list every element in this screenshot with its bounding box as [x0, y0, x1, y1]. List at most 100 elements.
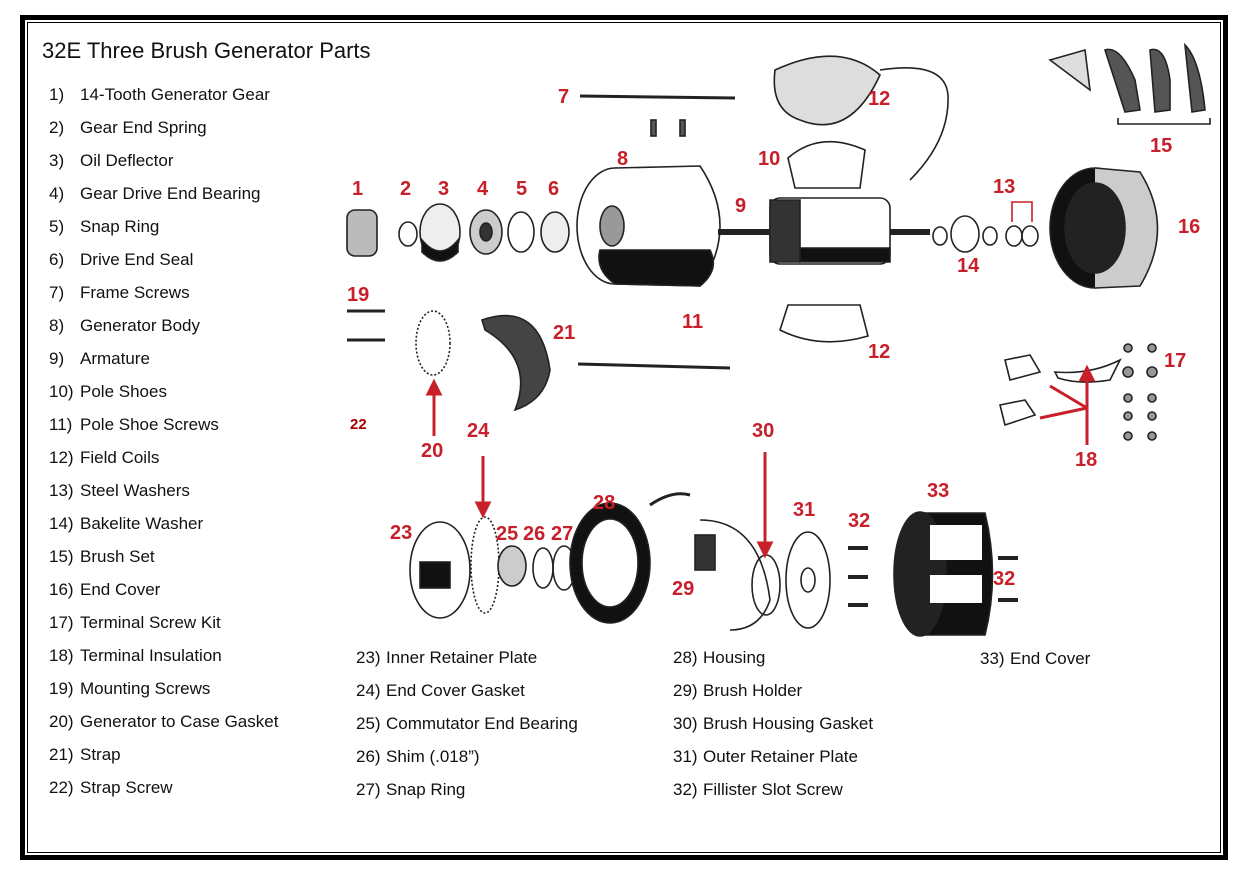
callout-11: 11: [682, 311, 704, 333]
part-label: 14-Tooth Generator Gear: [80, 85, 270, 104]
part-label: End Cover: [1010, 649, 1091, 668]
callout-12-bottom: 12: [868, 341, 891, 363]
part-number: 32): [673, 780, 698, 799]
callout-19: 19: [347, 284, 370, 306]
callout-20: 20: [421, 440, 444, 462]
snap-ring-shape: [507, 211, 535, 253]
callout-15: 15: [1150, 135, 1173, 157]
brush-1: [1103, 48, 1141, 113]
part-label: Inner Retainer Plate: [386, 648, 538, 667]
brush-housing-gasket-shape: [751, 554, 781, 616]
part-label: Commutator End Bearing: [386, 714, 578, 733]
pole-shoe-top: [787, 140, 866, 189]
part-number: 16): [49, 580, 74, 599]
part-list-item: 22)Strap Screw: [49, 771, 278, 804]
part-list-item: 14)Bakelite Washer: [49, 507, 278, 540]
part-label: Drive End Seal: [80, 250, 194, 269]
part-label: Brush Set: [80, 547, 155, 566]
part-list-item: 30)Brush Housing Gasket: [673, 707, 873, 740]
part-list-item: 5)Snap Ring: [49, 210, 278, 243]
end-cover-gasket-shape: [470, 516, 500, 614]
bakelite-washer-shape: [950, 215, 980, 253]
part-label: Shim (.018”): [386, 747, 480, 766]
part-number: 31): [673, 747, 698, 766]
part-label: Generator to Case Gasket: [80, 712, 279, 731]
callout-6: 6: [548, 178, 560, 200]
part-list-item: 9) Armature: [49, 342, 278, 375]
brush-holder-shape: [699, 519, 771, 631]
part-number: 4): [49, 184, 65, 203]
part-list-item: 19)Mounting Screws: [49, 672, 278, 705]
part-list-item: 29)Brush Holder: [673, 674, 873, 707]
part-number: 20): [49, 712, 74, 731]
part-label: End Cover Gasket: [386, 681, 525, 700]
part-label: Brush Housing Gasket: [703, 714, 874, 733]
part-number: 11): [49, 415, 73, 434]
callout-32-left: 32: [848, 510, 871, 532]
callout-8: 8: [617, 148, 629, 170]
part-label: Steel Washers: [80, 481, 190, 500]
part-number: 9): [49, 349, 65, 368]
callout-32-right: 32: [993, 568, 1016, 590]
part-list-item: 26) Shim (.018”): [356, 740, 578, 773]
part-number: 25): [356, 714, 381, 733]
callout-9: 9: [735, 195, 747, 217]
gasket-shape: [415, 310, 451, 376]
seal-shape: [540, 211, 570, 253]
part-list-item: 28)Housing: [673, 641, 873, 674]
inner-frame-border: [27, 22, 1221, 853]
callout-27: 27: [551, 523, 574, 545]
callout-22: 22: [350, 416, 367, 433]
pole-shoe-bottom: [779, 304, 869, 343]
part-number: 28): [673, 648, 698, 667]
callout-12-top: 12: [868, 88, 891, 110]
brush-spring: [649, 492, 691, 507]
part-number: 1): [49, 85, 65, 104]
part-list-item: 17)Terminal Screw Kit: [49, 606, 278, 639]
terminal-insulation-1: [1004, 354, 1042, 381]
part-number: 26): [356, 747, 381, 766]
part-label: Snap Ring: [80, 217, 160, 236]
parts-list-col4: 33)End Cover: [980, 642, 1090, 675]
part-list-item: 13)Steel Washers: [49, 474, 278, 507]
strap-shape: [481, 314, 551, 412]
commutator-bearing-shape: [497, 545, 527, 587]
part-list-item: 7)Frame Screws: [49, 276, 278, 309]
spring-shape: [398, 221, 418, 247]
part-label: Gear Drive End Bearing: [80, 184, 261, 203]
page-title: 32E Three Brush Generator Parts: [42, 38, 371, 63]
part-label: Generator Body: [80, 316, 201, 335]
washer-shape: [932, 226, 948, 246]
part-number: 24): [356, 681, 381, 700]
field-coil-top: [773, 55, 881, 126]
parts-list-left: 1) 14-Tooth Generator Gear 2)Gear End Spri…: [49, 78, 278, 804]
part-list-item: 1) 14-Tooth Generator Gear: [49, 78, 278, 111]
part-list-item: 15) Brush Set: [49, 540, 278, 573]
callout-24: 24: [467, 420, 490, 442]
part-label: Bakelite Washer: [80, 514, 204, 533]
part-list-item: 32)Fillister Slot Screw: [673, 773, 873, 806]
callout-26: 26: [523, 523, 546, 545]
part-label: Brush Holder: [703, 681, 803, 700]
part-label: Strap Screw: [80, 778, 173, 797]
part-label: Oil Deflector: [80, 151, 174, 170]
brush-3: [1183, 42, 1206, 113]
part-number: 12): [49, 448, 74, 467]
part-list-item: 21)Strap: [49, 738, 278, 771]
part-list-item: 10)Pole Shoes: [49, 375, 278, 408]
part-label: Armature: [80, 349, 150, 368]
callout-2: 2: [400, 178, 412, 200]
part-list-item: 4) Gear Drive End Bearing: [49, 177, 278, 210]
callout-28: 28: [593, 492, 616, 514]
part-number: 15): [49, 547, 74, 566]
part-list-item: 2)Gear End Spring: [49, 111, 278, 144]
gear-shape: [346, 209, 378, 257]
outer-frame-border: [20, 15, 1228, 860]
callout-14: 14: [957, 255, 980, 277]
part-list-item: 12)Field Coils: [49, 441, 278, 474]
frame-screw-bottom: [577, 362, 731, 370]
part-label: Mounting Screws: [80, 679, 211, 698]
